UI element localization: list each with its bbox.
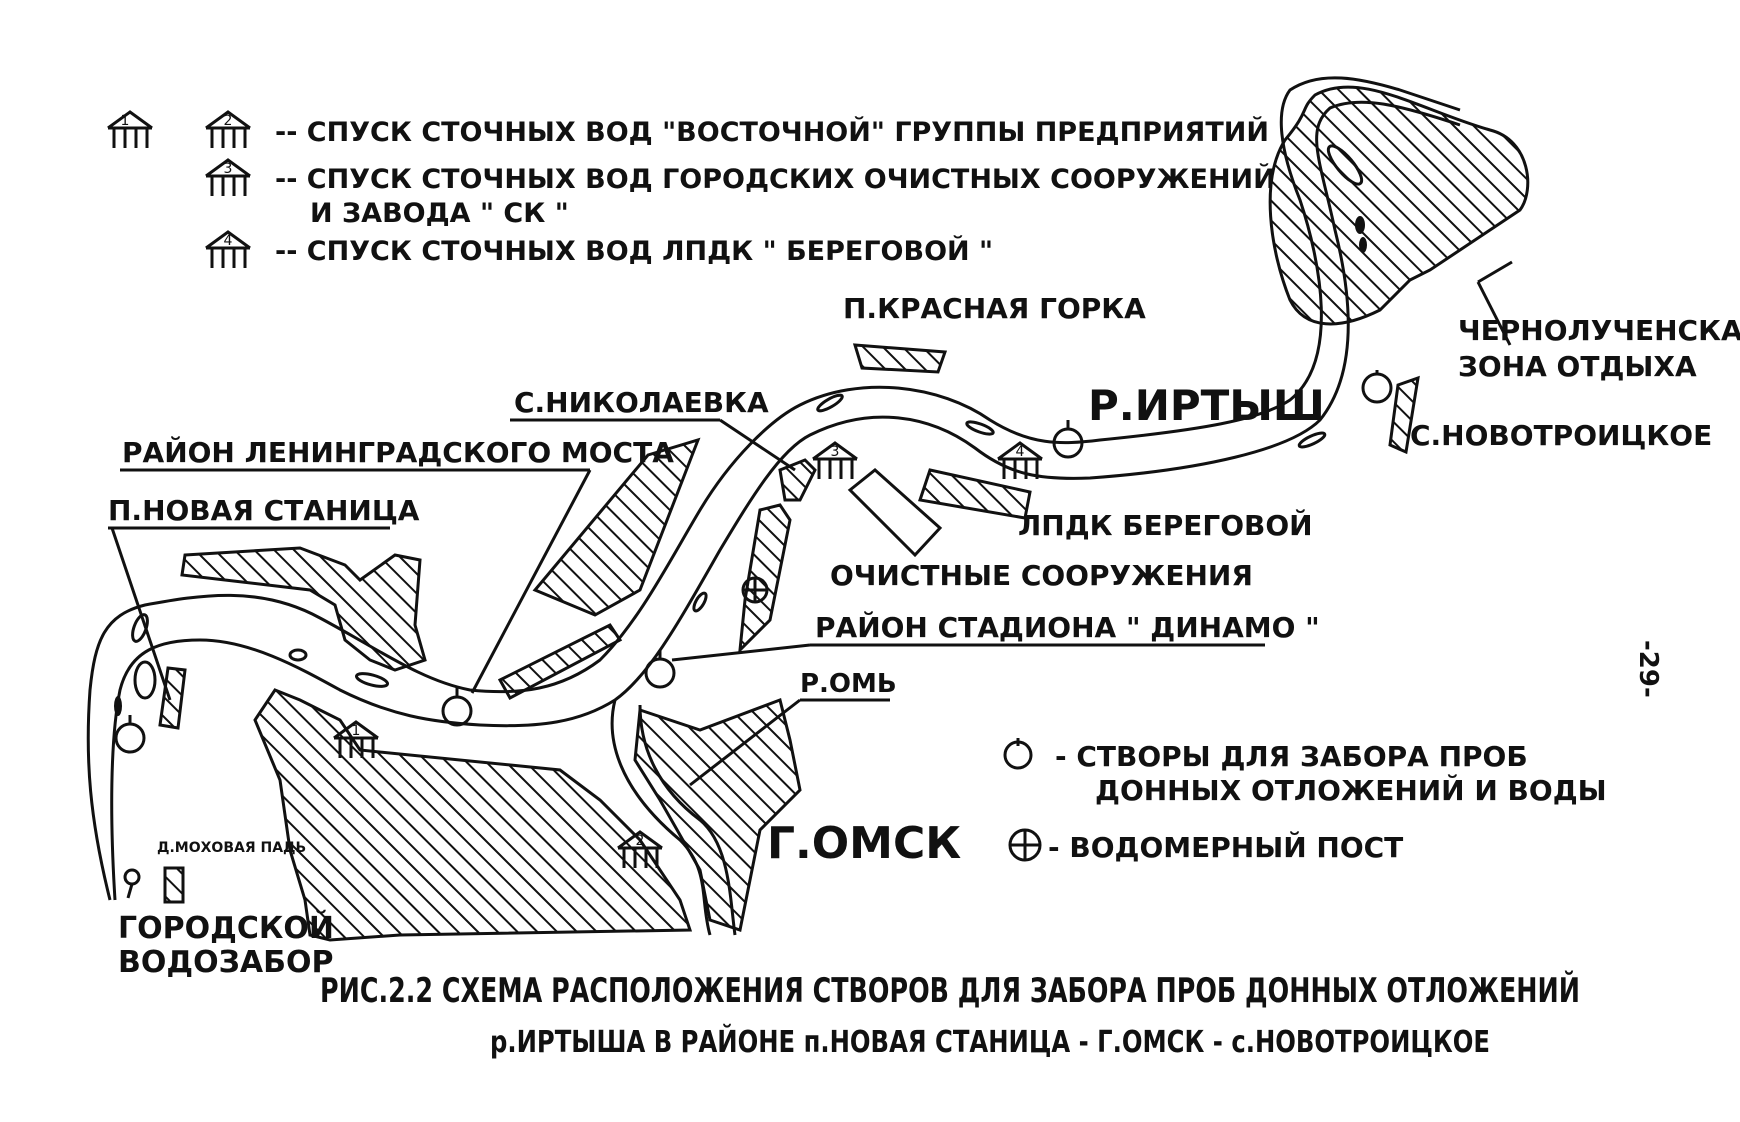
label-lpdk: ЛПДК БЕРЕГОВОЙ (1018, 508, 1313, 542)
leader-lines (108, 260, 1513, 787)
krasnaya-gorka-area (852, 343, 948, 374)
outfall-icon-2: 2 (204, 110, 252, 150)
sampling-site-5 (1361, 370, 1393, 404)
svg-text:4: 4 (1016, 444, 1025, 460)
legend: 1 2 -- СПУСК СТОЧНЫХ ВОД "ВОСТОЧНОЙ" ГРУ… (106, 110, 1276, 270)
svg-text:1: 1 (121, 113, 130, 129)
svg-text:3: 3 (831, 444, 840, 460)
label-krasnaya-gorka: П.КРАСНАЯ ГОРКА (843, 292, 1146, 325)
label-intake: ГОРОДСКОЙ (118, 910, 334, 946)
legend-site-2: ДОННЫХ ОТЛОЖЕНИЙ И ВОДЫ (1095, 773, 1607, 807)
label-nikolaevka: С.НИКОЛАЕВКА (514, 386, 769, 419)
svg-text:2: 2 (636, 833, 645, 849)
page-number: -29- (1633, 640, 1663, 698)
outfall-icon-4: 4 (204, 230, 252, 270)
sampling-sites (114, 370, 1393, 899)
map-outfall-4: 4 (996, 441, 1044, 481)
map-outfalls: 1 2 3 4 (332, 441, 1044, 870)
leningrad-district-strip (497, 623, 623, 701)
symbol-legend: - СТВОРЫ ДЛЯ ЗАБОРА ПРОБ ДОННЫХ ОТЛОЖЕНИ… (1003, 738, 1607, 864)
label-novaya-stanitsa: П.НОВАЯ СТАНИЦА (108, 494, 420, 527)
mokhovaya-pad-area (163, 866, 185, 904)
label-treatment: ОЧИСТНЫЕ СООРУЖЕНИЯ (830, 559, 1253, 592)
map-outfall-1: 1 (332, 720, 380, 760)
leningrad-district-area (532, 437, 701, 617)
label-chernoluchenskaya-2: ЗОНА ОТДЫХА (1458, 350, 1697, 383)
svg-text:2: 2 (224, 113, 233, 129)
sampling-site-4 (1052, 420, 1084, 459)
sampling-site-2 (441, 688, 473, 727)
legend-gauge: - ВОДОМЕРНЫЙ ПОСТ (1048, 830, 1403, 864)
chernoluchenskaya-area (1268, 85, 1530, 326)
sampling-site-1 (114, 715, 146, 754)
legend-site: - СТВОРЫ ДЛЯ ЗАБОРА ПРОБ (1055, 740, 1528, 773)
place-labels: П.КРАСНАЯ ГОРКА С.НИКОЛАЕВКА РАЙОН ЛЕНИН… (108, 292, 1740, 980)
legend-discharge-east: -- СПУСК СТОЧНЫХ ВОД "ВОСТОЧНОЙ" ГРУППЫ … (275, 116, 1269, 148)
caption-line-2: р.ИРТЫША В РАЙОНЕ п.НОВАЯ СТАНИЦА - Г.ОМ… (490, 1024, 1490, 1060)
label-om: Р.ОМЬ (800, 669, 897, 699)
legend-discharge-lpdk: -- СПУСК СТОЧНЫХ ВОД ЛПДК " БЕРЕГОВОЙ " (275, 235, 993, 267)
svg-text:4: 4 (224, 233, 233, 249)
legend-discharge-city: -- СПУСК СТОЧНЫХ ВОД ГОРОДСКИХ ОЧИСТНЫХ … (275, 163, 1276, 195)
hatched-areas (158, 85, 1530, 942)
site-symbol-icon (1003, 738, 1033, 770)
legend-discharge-city-2: И ЗАВОДА " СК " (310, 198, 569, 229)
label-novotroitskoe: С.НОВОТРОИЦКОЕ (1410, 419, 1712, 452)
svg-text:1: 1 (352, 723, 361, 739)
label-irtysh: Р.ИРТЫШ (1088, 381, 1325, 430)
label-chernoluchenskaya: ЧЕРНОЛУЧЕНСКАЯ (1458, 314, 1740, 347)
outfall-icon-3: 3 (204, 158, 252, 198)
svg-text:3: 3 (224, 161, 233, 177)
label-leningrad-bridge: РАЙОН ЛЕНИНГРАДСКОГО МОСТА (122, 435, 674, 469)
treatment-works (847, 468, 943, 558)
intake-site (123, 868, 141, 899)
map-outfall-2: 2 (616, 830, 664, 870)
omsk-south-area (253, 688, 693, 942)
outfall-icon-1: 1 (106, 110, 154, 150)
label-intake-2: ВОДОЗАБОР (118, 945, 333, 980)
label-mokhovaya: Д.МОХОВАЯ ПАДЬ (157, 840, 306, 856)
irtysh-bank-south (110, 100, 1461, 901)
novotroitskoe-area (1388, 375, 1420, 455)
rivers (86, 76, 1461, 936)
sampling-site-3 (644, 650, 676, 689)
water-gauge-icon (741, 576, 769, 604)
label-omsk: Г.ОМСК (767, 818, 961, 869)
omsk-om-area (633, 698, 802, 932)
map-outfall-3: 3 (811, 441, 859, 481)
irtysh-bank-north (86, 76, 1461, 901)
nikolaevka-strip (778, 458, 817, 502)
lpdk-area (918, 468, 1032, 520)
label-dinamo: РАЙОН СТАДИОНА " ДИНАМО " (815, 610, 1320, 644)
om-bank-east (638, 704, 737, 936)
om-bank-west (610, 699, 712, 936)
gauge-symbol-icon (1008, 828, 1042, 862)
west-bank-strip (158, 666, 187, 730)
omsk-om-strip (738, 503, 792, 655)
novaya-stanitsa-area (180, 546, 427, 672)
caption-line-1: РИС.2.2 СХЕМА РАСПОЛОЖЕНИЯ СТВОРОВ ДЛЯ З… (320, 970, 1580, 1011)
